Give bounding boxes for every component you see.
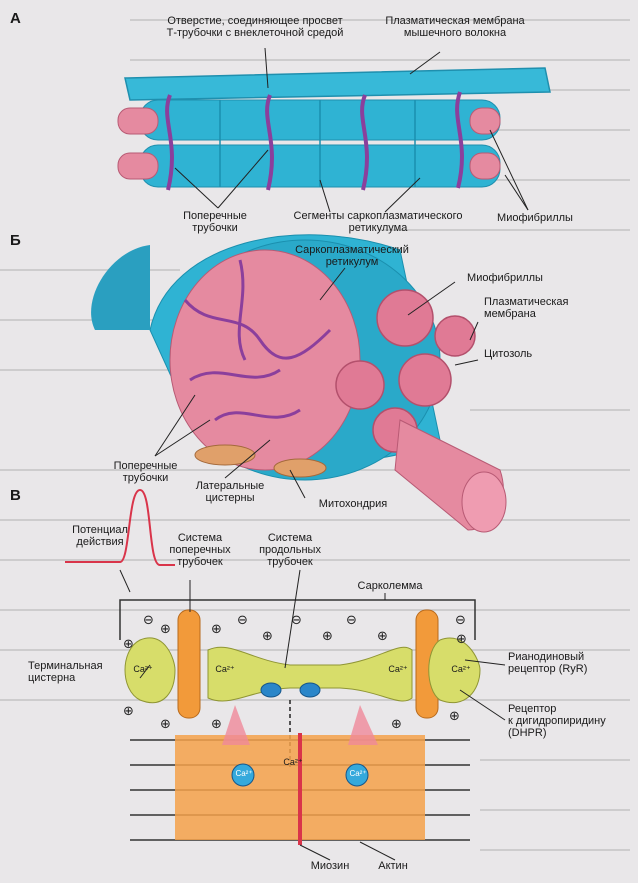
label-sr-b-line1: Саркоплазматический — [282, 244, 422, 256]
ca-label-right-cistern: Ca²⁺ — [446, 663, 476, 675]
section-c-label: В — [10, 487, 21, 504]
svg-text:⊕: ⊕ — [160, 622, 171, 637]
label-cisterns-line2: цистерны — [180, 492, 280, 504]
label-ryr-line1: Рианодиновый — [508, 651, 628, 663]
label-ttubes-b: Поперечные трубочки — [98, 460, 193, 484]
label-ryr: Рианодиновый рецептор (RyR) — [508, 651, 628, 675]
ca-label-right-sr: Ca²⁺ — [383, 663, 413, 675]
label-sr-segments: Сегменты саркоплазматического ретикулума — [268, 210, 488, 234]
ca-label-left-cistern: Ca²⁺ — [128, 663, 158, 675]
label-dhpr-line1: Рецептор — [508, 703, 633, 715]
svg-text:⊕: ⊕ — [123, 704, 134, 719]
label-sr-segments-line2: ретикулума — [268, 222, 488, 234]
ryr-receptor — [300, 683, 320, 697]
label-sarcolemma: Сарколемма — [345, 580, 435, 592]
ca-label-ion-right: Ca²⁺ — [346, 768, 370, 780]
label-ttubes-a-line2: трубочки — [170, 222, 260, 234]
t-tubule-left — [178, 610, 200, 718]
svg-text:⊕: ⊕ — [211, 717, 222, 732]
label-terminal-cistern: Терминальная цистерна — [28, 660, 128, 684]
label-ttubes-b-line2: трубочки — [98, 472, 193, 484]
svg-text:⊕: ⊕ — [262, 629, 273, 644]
label-opening: Отверстие, соединяющее просвет Т-трубочк… — [130, 15, 380, 39]
label-membrane-b-line1: Плазматическая — [484, 296, 614, 308]
label-dhpr: Рецептор к дигидропиридину (DHPR) — [508, 703, 633, 739]
label-terminal-line2: цистерна — [28, 672, 128, 684]
myofibril-row-top — [118, 100, 500, 140]
label-lsys-line3: трубочек — [245, 556, 335, 568]
label-membrane-b: Плазматическая мембрана — [484, 296, 614, 320]
label-lsys-line2: продольных — [245, 544, 335, 556]
svg-text:⊕: ⊕ — [449, 709, 460, 724]
label-terminal-line1: Терминальная — [28, 660, 128, 672]
svg-text:⊖: ⊖ — [346, 613, 357, 628]
label-actin: Актин — [368, 860, 418, 872]
label-ttubes-b-line1: Поперечные — [98, 460, 193, 472]
label-tsys-line1: Система — [160, 532, 240, 544]
svg-text:⊕: ⊕ — [322, 629, 333, 644]
myofibril-row-bottom — [118, 145, 500, 187]
label-myofibrils-b: Миофибриллы — [455, 272, 555, 284]
label-mitochondria: Митохондрия — [298, 498, 408, 510]
svg-text:⊖: ⊖ — [455, 613, 466, 628]
label-membrane-a-line2: мышечного волокна — [370, 27, 540, 39]
svg-text:⊕: ⊕ — [160, 717, 171, 732]
svg-text:⊖: ⊖ — [143, 613, 154, 628]
section-b-label: Б — [10, 232, 21, 249]
label-l-system: Система продольных трубочек — [245, 532, 335, 568]
svg-text:⊕: ⊕ — [123, 637, 134, 652]
label-t-system: Система поперечных трубочек — [160, 532, 240, 568]
label-ttubes-a-line1: Поперечные — [170, 210, 260, 222]
dhpr-receptor — [261, 683, 281, 697]
svg-text:⊕: ⊕ — [456, 632, 467, 647]
label-myofibrils-a: Миофибриллы — [485, 212, 585, 224]
label-sr-b-line2: ретикулум — [282, 256, 422, 268]
label-dhpr-line2: к дигидропиридину — [508, 715, 633, 727]
svg-text:⊖: ⊖ — [237, 613, 248, 628]
label-opening-line2: Т-трубочки с внеклеточной средой — [130, 27, 380, 39]
label-action-potential: Потенциал действия — [55, 524, 145, 548]
label-membrane-a-line1: Плазматическая мембрана — [370, 15, 540, 27]
label-myosin: Миозин — [300, 860, 360, 872]
label-opening-line1: Отверстие, соединяющее просвет — [130, 15, 380, 27]
label-cisterns-line1: Латеральные — [180, 480, 280, 492]
label-ap-line1: Потенциал — [55, 524, 145, 536]
label-tsys-line3: трубочек — [160, 556, 240, 568]
label-lsys-line1: Система — [245, 532, 335, 544]
ca-label-ion-left: Ca²⁺ — [232, 768, 256, 780]
section-a-label: А — [10, 10, 21, 27]
label-ap-line2: действия — [55, 536, 145, 548]
svg-text:⊕: ⊕ — [391, 717, 402, 732]
label-cisterns: Латеральные цистерны — [180, 480, 280, 504]
label-membrane-b-line2: мембрана — [484, 308, 614, 320]
ca-label-center: Ca²⁺ — [278, 756, 308, 768]
label-ttubes-a: Поперечные трубочки — [170, 210, 260, 234]
label-tsys-line2: поперечных — [160, 544, 240, 556]
svg-text:⊖: ⊖ — [291, 613, 302, 628]
panel-a-illustration — [118, 48, 550, 212]
label-dhpr-line3: (DHPR) — [508, 727, 633, 739]
ca-label-left-sr: Ca²⁺ — [210, 663, 240, 675]
label-sr-segments-line1: Сегменты саркоплазматического — [268, 210, 488, 222]
svg-text:⊕: ⊕ — [377, 629, 388, 644]
label-sr-b: Саркоплазматический ретикулум — [282, 244, 422, 268]
svg-text:⊕: ⊕ — [211, 622, 222, 637]
panel-b-illustration — [91, 235, 506, 532]
label-cytosol: Цитозоль — [484, 348, 564, 360]
label-ryr-line2: рецептор (RyR) — [508, 663, 628, 675]
label-membrane-a: Плазматическая мембрана мышечного волокн… — [370, 15, 540, 39]
